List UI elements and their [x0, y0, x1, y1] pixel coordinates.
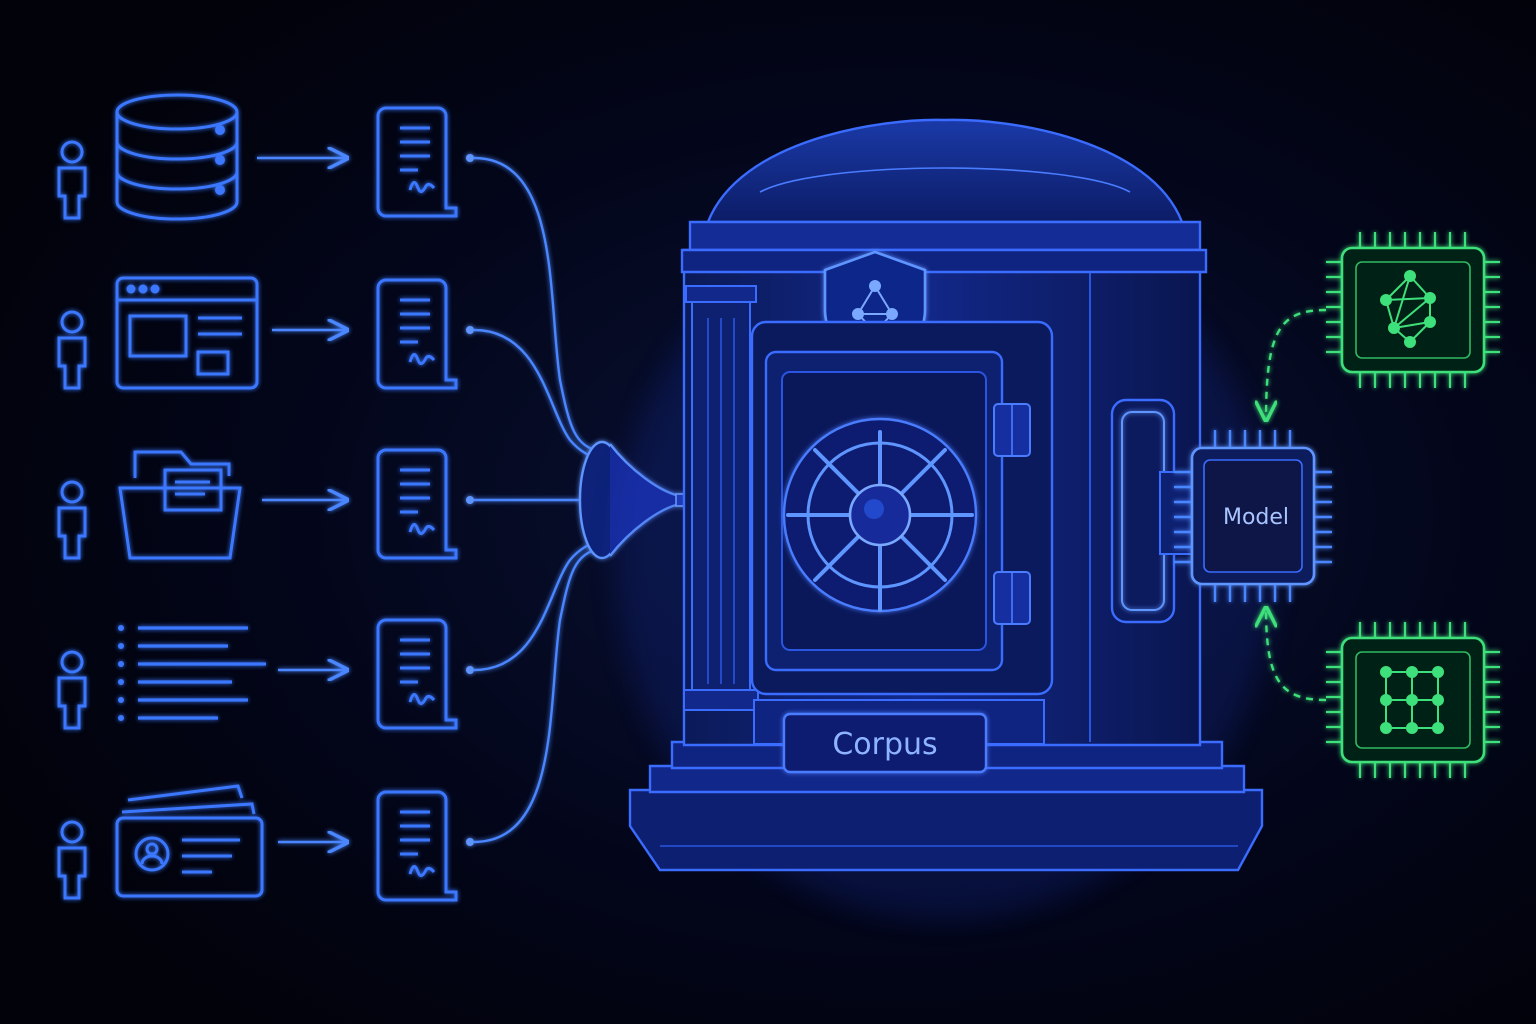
database-icon — [115, 93, 239, 221]
connector-dot — [466, 326, 474, 334]
model-chip: Model — [1174, 430, 1332, 602]
green-arrow-top — [1266, 308, 1327, 420]
source-row — [57, 784, 474, 902]
neural-network-chip — [1326, 232, 1500, 388]
source-row — [57, 93, 474, 221]
connector-dot — [466, 838, 474, 846]
vault-wheel-icon — [782, 417, 978, 613]
browser-window-icon — [115, 276, 259, 390]
corpus-label: Corpus — [832, 727, 937, 762]
vault-door — [750, 320, 1054, 696]
model-label: Model — [1223, 505, 1289, 530]
connector-dot — [466, 154, 474, 162]
folder-icon — [118, 450, 242, 560]
green-flow-arrows — [1266, 308, 1327, 702]
source-rows — [57, 93, 474, 902]
source-row — [57, 448, 474, 560]
corpus-vault: Corpus — [615, 118, 1275, 920]
text-list-icon — [118, 625, 266, 721]
corpus-label-plate: Corpus — [782, 712, 988, 774]
source-row — [57, 276, 474, 390]
grid-matrix-chip — [1326, 622, 1500, 778]
connector-dot — [466, 496, 474, 504]
green-arrow-bottom — [1266, 608, 1327, 702]
connector-dot — [466, 666, 474, 674]
vault-dome — [680, 118, 1208, 274]
neural-network-icon — [1380, 270, 1436, 348]
source-row — [57, 618, 474, 730]
id-card-icon — [115, 784, 264, 898]
grid-matrix-icon — [1380, 666, 1444, 734]
merge-line — [473, 546, 601, 844]
merge-line — [473, 156, 601, 454]
